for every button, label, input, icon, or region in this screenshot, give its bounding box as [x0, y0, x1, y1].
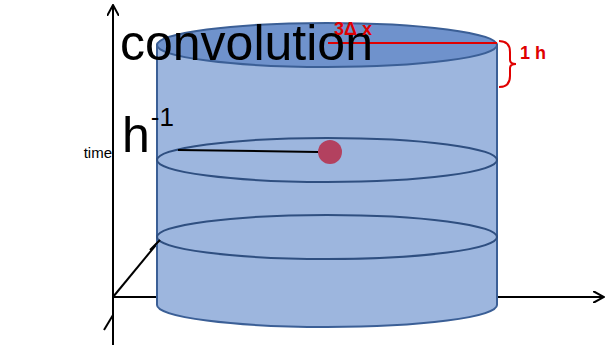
cylinder-slice	[157, 138, 497, 182]
cylinder-body	[157, 45, 497, 327]
axis-label: time	[84, 145, 112, 160]
point-marker	[318, 140, 342, 164]
bracket	[499, 41, 516, 87]
leader-line	[178, 150, 318, 152]
dimension-label: 1 h	[520, 44, 546, 62]
variable-name: h	[122, 110, 150, 160]
vertical-axis	[112, 6, 114, 345]
depth-axis	[113, 240, 160, 297]
cylinder-slice	[157, 215, 497, 259]
axis-tick	[104, 315, 113, 330]
leader-line	[150, 240, 160, 250]
dimension-label: 3Δ x	[334, 20, 372, 38]
exponent: -1	[151, 104, 174, 130]
